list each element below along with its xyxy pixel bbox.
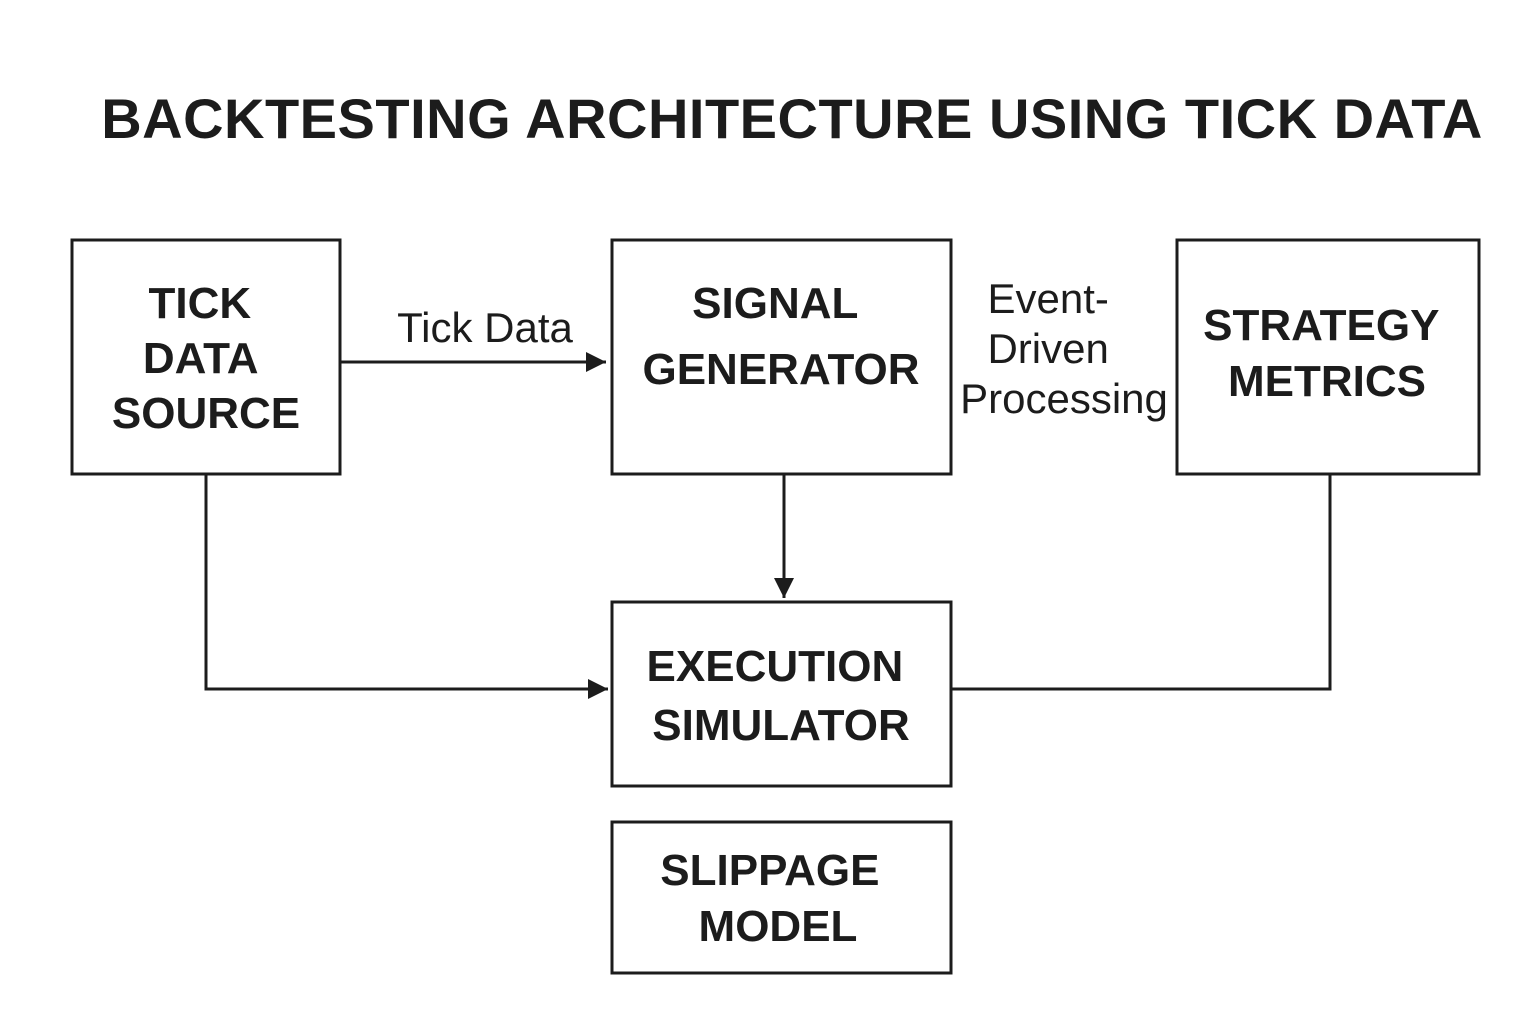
node-execution-simulator-label: EXECUTION SIMULATOR (647, 642, 916, 750)
node-label-line: METRICS (1228, 357, 1426, 406)
node-tick-data-source-label: TICK DATA SOURCE (112, 279, 300, 438)
node-label-line: MODEL (699, 902, 858, 951)
node-signal-generator-box (610, 238, 953, 476)
node-label-line: DATA (143, 334, 258, 383)
annotation-line-2: Driven (987, 325, 1108, 372)
edge-tick-source-to-execution-simulator (204, 474, 608, 699)
node-label-line: TICK (149, 279, 252, 328)
node-signal-generator-label: SIGNAL GENERATOR (642, 279, 919, 394)
annotation-line-1: Event- (987, 275, 1108, 322)
node-label-line: STRATEGY (1203, 301, 1439, 350)
node-label-line: SIGNAL (692, 279, 857, 328)
node-execution-simulator-box (610, 600, 953, 788)
node-label-line: SOURCE (112, 389, 300, 438)
node-label-line: SIMULATOR (652, 701, 909, 750)
node-strategy-metrics-box (1175, 238, 1481, 476)
node-tick-data-source-box (70, 238, 342, 476)
node-slippage-model-box (610, 820, 953, 975)
diagram-title: BACKTESTING ARCHITECTURE USING TICK DATA (101, 87, 1483, 150)
node-slippage-model-label: SLIPPAGE MODEL (660, 846, 891, 951)
edge-label-tick-data: Tick Data (397, 304, 573, 351)
node-slippage-model: SLIPPAGE MODEL (610, 820, 953, 975)
annotation-event-driven-processing: Event- Driven Processing (960, 275, 1168, 422)
edge-strategy-metrics-execution-link (951, 474, 1332, 691)
node-signal-generator: SIGNAL GENERATOR (610, 238, 953, 476)
node-label-line: SLIPPAGE (660, 846, 879, 895)
annotation-line-3: Processing (960, 375, 1168, 422)
node-label-line: EXECUTION (647, 642, 904, 691)
node-tick-data-source: TICK DATA SOURCE (70, 238, 342, 476)
node-strategy-metrics-label: STRATEGY METRICS (1203, 301, 1451, 406)
node-execution-simulator: EXECUTION SIMULATOR (610, 600, 953, 788)
node-label-line: GENERATOR (642, 345, 919, 394)
node-strategy-metrics: STRATEGY METRICS (1175, 238, 1481, 476)
